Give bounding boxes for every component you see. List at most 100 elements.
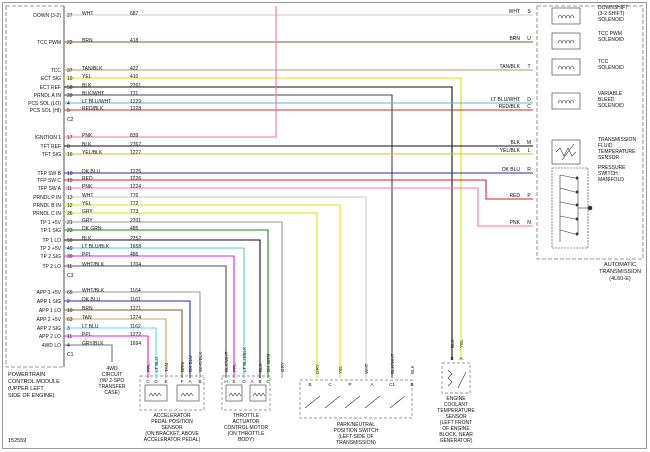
ect-pin-letter: B (450, 356, 453, 361)
app-sensor-label: SENSOR (161, 425, 183, 431)
pcm-pin-name: 4WD LO (42, 343, 61, 349)
wire-tp1-5v (64, 221, 283, 378)
pcm-pin-number: 49 (67, 246, 73, 252)
pcm-circuit-number: 418 (130, 38, 139, 44)
pcm-pin-name: APP 1 SIG (37, 299, 61, 305)
downshift-solenoid-label: (3-2 SHIFT) (598, 11, 625, 17)
tac-pin-letter: A (250, 379, 254, 384)
tac-wire-color: PPL (232, 363, 237, 372)
tac-motor-label: CONTROL MOTOR (224, 425, 269, 431)
prndl-switch-symbol (304, 395, 406, 409)
wire-ect-ref (64, 86, 453, 360)
pcm-pin-name: TFT REF (41, 144, 61, 150)
pcm-pin-number: 23 (67, 228, 73, 234)
pcm-wire-color: PPL (82, 252, 92, 258)
prndl-switch-box (299, 379, 413, 419)
pcm-wire-color: LT BLU (82, 324, 99, 330)
pcm-circuit-number: 773 (130, 209, 139, 215)
transmission-pin-letter: D (527, 97, 531, 103)
pcm-circuit-number: 772 (130, 201, 139, 207)
pcm-pin-name: TP 2 +5V (40, 246, 62, 252)
pcm-pin-name: IGNITION 1 (35, 135, 62, 141)
ect-sensor-label: TEMPERATURE (437, 408, 475, 414)
app-sensor-label: ACCELERATOR (153, 413, 190, 419)
ect-sensor-symbol (447, 369, 467, 389)
tcc-solenoid-label: TCC (598, 59, 609, 65)
transmission-wire-color: RED (509, 193, 520, 199)
pcm-circuit-number: 1704 (130, 262, 141, 268)
pcm-title-1: POWERTRAIN (8, 372, 45, 378)
app-wire-color: WHT/BLK (198, 351, 203, 372)
tac-wire-color: LT BLU/BLK (242, 346, 247, 372)
transmission-pin-letter: R (527, 167, 531, 173)
transmission-wire-color: BRN (509, 36, 520, 42)
pcm-circuit-number: 1271 (130, 306, 141, 312)
pcm-wire-color: YEL (82, 201, 92, 207)
pcm-wire-color: YEL (82, 74, 92, 80)
wire-tp2-sig (64, 255, 235, 378)
wire-tp1-sig (64, 229, 269, 378)
transmission-wire-color: LT BLU/WHT (491, 97, 520, 103)
app-sensor-label: ACCELERATOR PEDAL) (144, 437, 201, 443)
pressure-switch-symbol (551, 167, 593, 249)
wire-tp2-lo (64, 265, 227, 378)
wire-prndl-a (64, 94, 393, 378)
app-pin-letter: D (154, 379, 158, 384)
pcm-wire-color: BLK (82, 236, 92, 242)
pcm-pin-number: 27 (67, 13, 73, 19)
pcm-wire-color: RED (82, 176, 93, 182)
pcm-circuit-number: 1161 (130, 297, 141, 303)
pcm-pin-number: 58 (67, 85, 73, 91)
ect-pin-letter: A (459, 356, 463, 361)
ect-sensor-label: GENERATOR) (440, 438, 473, 444)
pcm-pin-name: APP 1 LO (39, 308, 61, 314)
pcm-pin-number: 59 (67, 238, 73, 244)
pcm-pin-number: 8 (67, 144, 70, 150)
pcm-pin-name: PRNDL B IN (33, 203, 61, 209)
pcm-pin-number: 30 (67, 254, 73, 260)
prndl-switch-label: TRANSMISSION) (336, 440, 376, 446)
ect-sensor-label: OF ENGINE (442, 426, 470, 432)
pcm-title-4: SIDE OF ENGINE) (8, 393, 55, 399)
fourwd-circuit-label: 4WD (106, 366, 118, 372)
app-sensor-label: (ON BRACKET, ABOVE (145, 431, 199, 437)
variable-bleed-solenoid-label: BLEED (598, 97, 615, 103)
pcm-pin-number: C2 (67, 117, 74, 123)
tac-wire-color: BLK (258, 362, 263, 372)
tcc-pwm-solenoid-label: TCC PWM (598, 31, 622, 37)
transmission-pin-letter: M (527, 140, 531, 146)
downshift-solenoid-symbol (551, 7, 581, 25)
pcm-wire-color: LT BLU/BLK (82, 244, 110, 250)
pcm-pin-number: 10 (67, 171, 73, 177)
transmission-pin-letter: C (527, 104, 531, 110)
pcm-wire-color: WHT/BLK (82, 262, 105, 268)
pcm-circuit-number: 771 (130, 91, 139, 97)
prndl-wire-color: BLK/WHT (390, 353, 395, 374)
pcm-pin-number: 17 (67, 135, 73, 141)
app-pin-letter: B (198, 379, 201, 384)
downshift-solenoid-label: DOWNSHIFT (598, 5, 628, 11)
tac-wire-color: DK GRN (266, 354, 271, 372)
prndl-wire-color: YEL (338, 365, 343, 374)
ect-sensor-label: COOLANT (444, 402, 468, 408)
wire-tfp-c (64, 179, 533, 200)
transmission-pin-letter: U (527, 36, 531, 42)
pcm-wire-color: BRN (82, 38, 93, 44)
tac-motor-symbol (225, 384, 267, 402)
transmission-wire-color: TAN/BLK (500, 64, 521, 70)
pcm-pin-number: 4 (67, 343, 70, 349)
tac-motor-label: (ON THROTTLE (228, 431, 266, 437)
pcm-circuit-number: 2752 (130, 236, 141, 242)
pcm-pin-number: 5 (67, 108, 70, 114)
app-sensor-box (139, 375, 205, 411)
transmission-wire-color: BLK (511, 140, 521, 146)
pcm-pin-name: PRNDL P IN (33, 195, 61, 201)
pcm-pin-name: PRNDL A IN (34, 93, 62, 99)
pcm-circuit-number: 2762 (130, 142, 141, 148)
tac-motor-label: THROTTLE (233, 413, 260, 419)
pcm-pin-number: 11 (67, 264, 72, 270)
fourwd-circuit-label: CIRCUIT (102, 372, 122, 378)
pcm-wire-color: PNK (82, 133, 93, 139)
